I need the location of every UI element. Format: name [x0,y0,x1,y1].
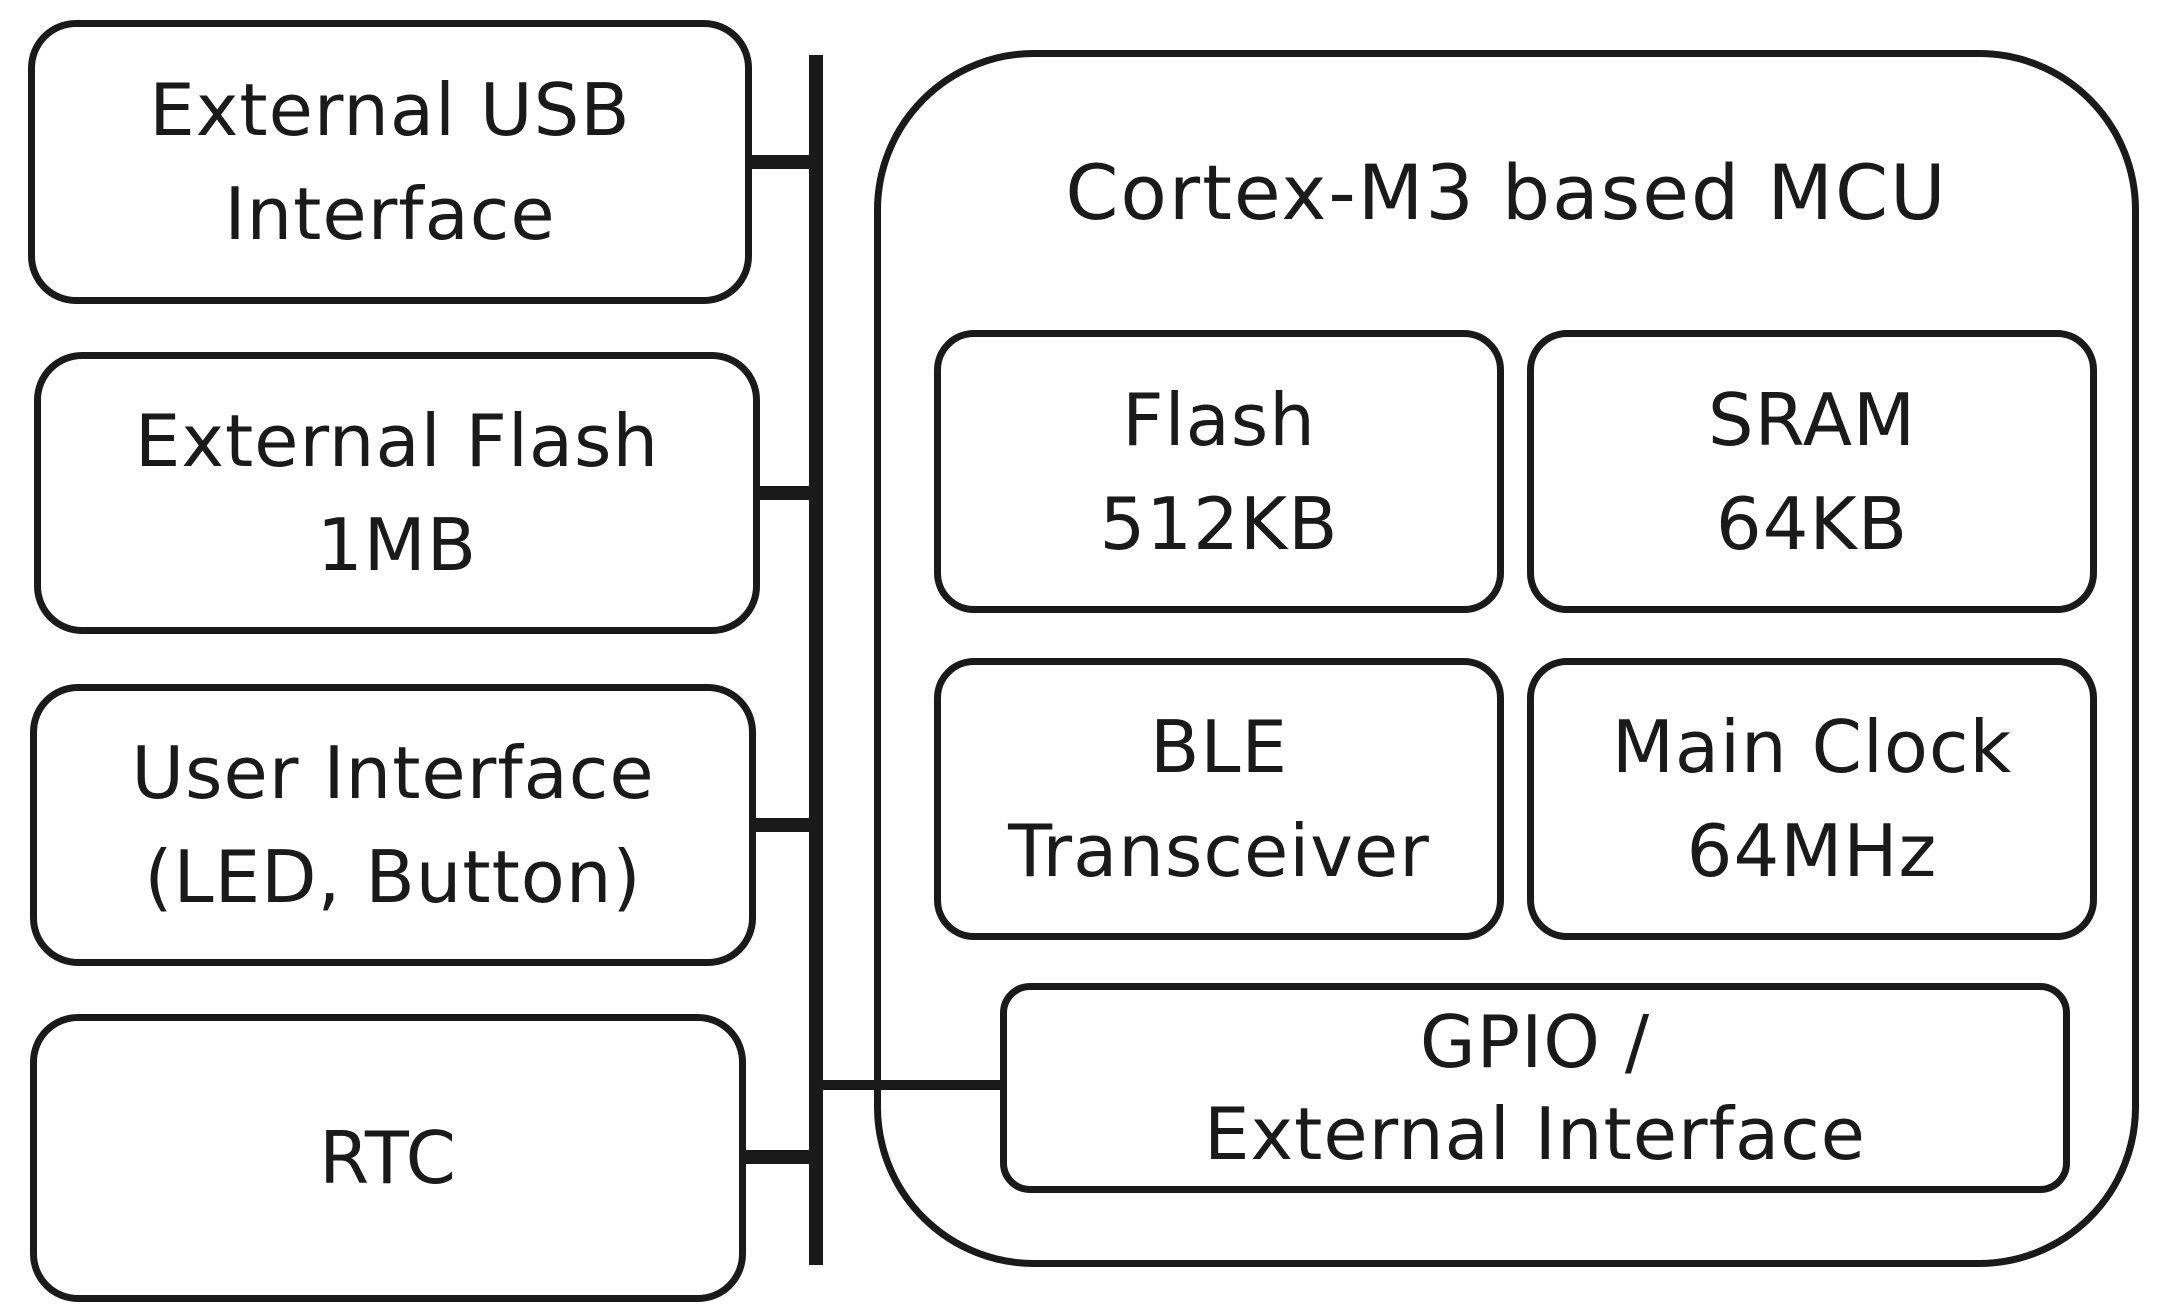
user-interface-block: User Interface (LED, Button) [30,684,756,966]
ble-label-line2: Transceiver [1008,809,1430,893]
sram-block: SRAM 64KB [1527,330,2097,613]
user-interface-label-line2: (LED, Button) [144,835,642,919]
rtc-label: RTC [319,1116,457,1200]
gpio-block: GPIO / External Interface [1000,983,2070,1193]
gpio-label-line1: GPIO / [1419,1000,1651,1084]
main-clock-label-line1: Main Clock [1611,705,2013,789]
user-interface-label-line1: User Interface [131,731,655,815]
external-usb-block: External USB Interface [28,20,752,304]
main-clock-block: Main Clock 64MHz [1527,658,2097,940]
external-usb-label-line1: External USB [149,68,631,152]
internal-flash-label-line2: 512KB [1099,481,1339,566]
external-flash-label-line1: External Flash [134,399,660,483]
external-flash-label-line2: 1MB [316,503,478,587]
external-flash-block: External Flash 1MB [34,352,760,634]
external-usb-label-line2: Interface [224,172,556,256]
sram-label-line2: 64KB [1715,481,1909,566]
main-clock-label-line2: 64MHz [1686,809,1938,893]
ble-label-line1: BLE [1150,705,1288,789]
ble-transceiver-block: BLE Transceiver [934,658,1504,940]
mcu-title: Cortex-M3 based MCU [1065,148,1948,237]
internal-flash-block: Flash 512KB [934,330,1504,613]
gpio-label-line2: External Interface [1204,1092,1866,1176]
sram-label-line1: SRAM [1707,377,1917,462]
rtc-block: RTC [30,1014,746,1302]
internal-flash-label-line1: Flash [1122,377,1316,462]
